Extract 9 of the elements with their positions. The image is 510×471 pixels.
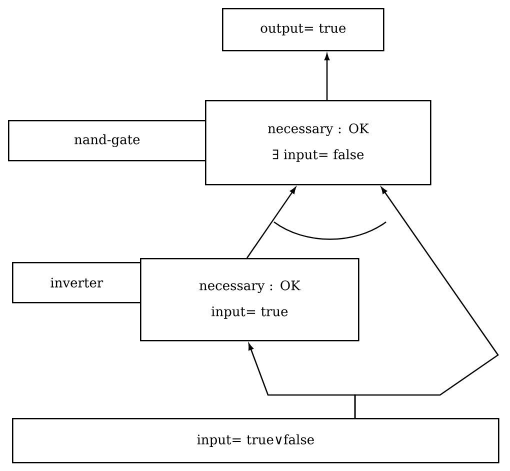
label-box: nand-gate [8, 120, 206, 162]
condition-box: necessary : OK input= true [140, 258, 360, 342]
arrow [246, 187, 296, 258]
condition-box: necessary : OK ∃ input= false [205, 100, 432, 186]
arrow [354, 187, 499, 418]
arrow [324, 54, 330, 100]
label-box: inverter [12, 262, 142, 304]
input-box: input= true∨false [12, 418, 500, 464]
output-box: output= true [222, 8, 384, 52]
